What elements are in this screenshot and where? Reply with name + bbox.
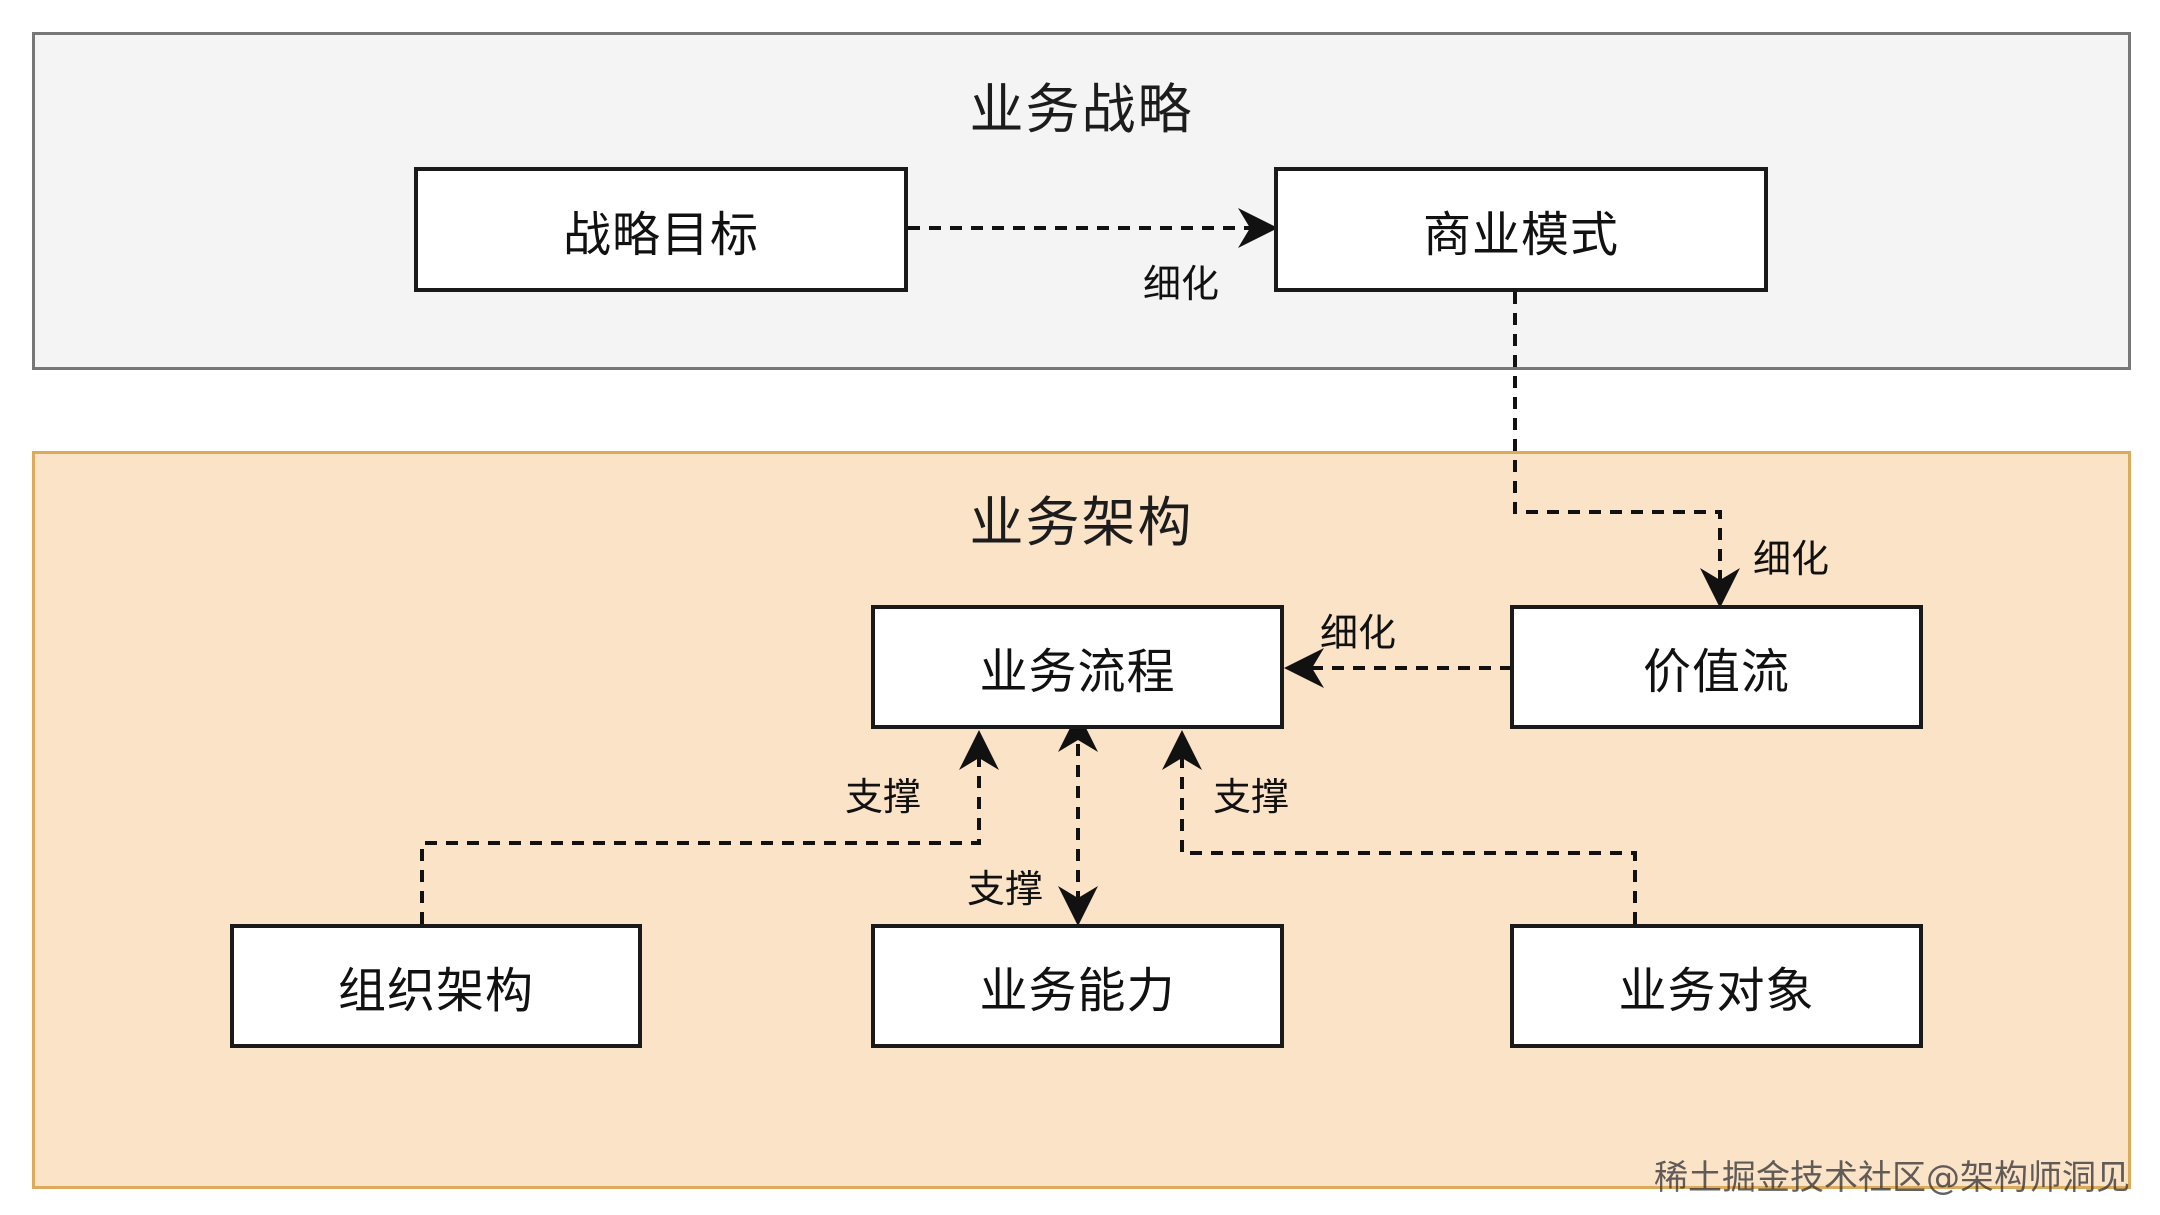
- edge-label-value-stream-to-process: 细化: [1320, 611, 1397, 655]
- edge-model-to-value-stream: [1513, 292, 1740, 608]
- edge-label-goal-to-model: 细化: [1143, 262, 1220, 306]
- strategic-goal-node: 战略目标: [414, 167, 908, 292]
- edge-label-model-to-value-stream: 细化: [1753, 537, 1830, 581]
- edge-org-to-process: [420, 730, 999, 924]
- organization-architecture-node: 组织架构: [230, 924, 642, 1048]
- business-architecture-title: 业务架构: [969, 491, 1194, 554]
- business-capability-node: 业务能力: [871, 924, 1284, 1048]
- edge-label-capability-process: 支撑: [967, 867, 1044, 911]
- business-object-node: 业务对象: [1510, 924, 1923, 1048]
- edge-object-to-process: [1162, 730, 1637, 924]
- business-process-node: 业务流程: [871, 605, 1284, 729]
- business-model-node: 商业模式: [1274, 167, 1768, 292]
- business-strategy-title: 业务战略: [969, 78, 1194, 141]
- edge-label-object-to-process: 支撑: [1213, 775, 1290, 819]
- value-stream-node: 价值流: [1510, 605, 1923, 729]
- watermark: 稀土掘金技术社区@架构师洞见: [1654, 1158, 2130, 1198]
- edge-label-org-to-process: 支撑: [845, 775, 922, 819]
- business-strategy-region: 业务战略: [32, 32, 2131, 370]
